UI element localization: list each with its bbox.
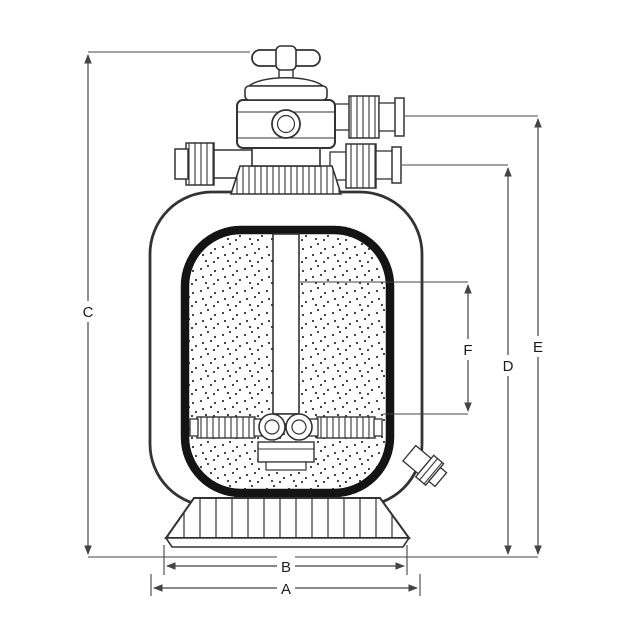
dim-label-b: B bbox=[281, 559, 291, 576]
lateral-cap-right bbox=[373, 418, 383, 437]
standpipe bbox=[272, 233, 300, 415]
dim-label-d: D bbox=[503, 358, 514, 375]
base-stand bbox=[164, 497, 411, 548]
diffuser-foot bbox=[265, 461, 307, 471]
valve-top-plate bbox=[244, 85, 328, 101]
dim-label-bg-c bbox=[79, 301, 97, 322]
lateral-arm-left bbox=[196, 416, 256, 439]
dimension-b: B bbox=[166, 556, 405, 577]
dimension-d: D bbox=[499, 167, 517, 555]
drain-fitting bbox=[402, 444, 448, 488]
dimensions: C E D F B A bbox=[79, 51, 547, 599]
valve-neck bbox=[251, 147, 321, 167]
hub-union-right bbox=[285, 413, 313, 441]
internal-assembly bbox=[189, 233, 383, 471]
dimension-e: E bbox=[529, 118, 547, 555]
hub-union-right-inner bbox=[291, 419, 307, 435]
valve-dome bbox=[246, 77, 326, 87]
dim-label-c: C bbox=[83, 304, 94, 321]
right-upper-flange bbox=[394, 97, 405, 137]
dimension-a: A bbox=[153, 578, 418, 599]
right-lower-union bbox=[345, 143, 377, 189]
dimension-c: C bbox=[79, 54, 97, 555]
dim-label-a: A bbox=[281, 581, 291, 598]
drain-cap bbox=[427, 466, 448, 488]
right-lower-flange bbox=[391, 146, 402, 184]
base-skirt bbox=[164, 497, 411, 539]
sight-glass-inner bbox=[276, 114, 296, 134]
valve-handle-hub bbox=[275, 45, 297, 71]
valve-clamp-collar bbox=[229, 165, 343, 195]
dim-label-bg-b bbox=[277, 556, 295, 577]
base-foot-band bbox=[164, 537, 411, 548]
hub-union-left-inner bbox=[264, 419, 280, 435]
dim-label-e: E bbox=[533, 339, 543, 356]
dim-label-bg-e bbox=[529, 336, 547, 357]
dimension-f: F bbox=[459, 284, 477, 412]
left-port-union bbox=[185, 142, 215, 186]
dim-label-bg-a bbox=[277, 578, 295, 599]
lateral-cap-left bbox=[189, 418, 199, 437]
tank-window-ring bbox=[180, 225, 395, 498]
right-lower-pipe-outer bbox=[375, 150, 394, 180]
right-upper-union bbox=[348, 95, 380, 139]
dim-label-bg-f bbox=[459, 339, 477, 360]
sight-glass bbox=[271, 109, 301, 139]
dim-label-f: F bbox=[463, 342, 472, 359]
lateral-arm-right bbox=[316, 416, 376, 439]
diffuser-box bbox=[257, 441, 315, 463]
dim-label-bg-d bbox=[499, 355, 517, 376]
hub-union-left bbox=[258, 413, 286, 441]
left-port-cap bbox=[174, 148, 189, 180]
multiport-valve-assembly bbox=[174, 45, 405, 195]
